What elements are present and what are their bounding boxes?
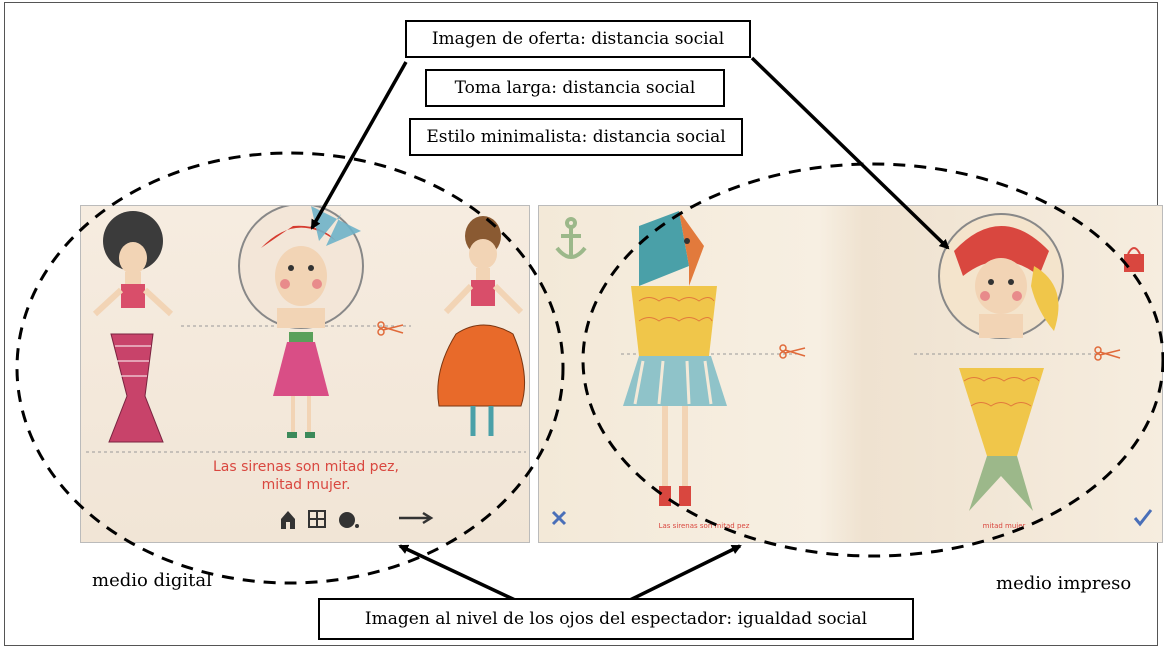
anchor-icon	[555, 217, 587, 259]
scissors-icon	[377, 321, 404, 336]
fish-head-figure	[623, 211, 727, 506]
digital-medium-caption: medio digital	[92, 570, 212, 591]
girl-figure-center	[238, 206, 364, 438]
eye-level-label: Imagen al nivel de los ojos del espectad…	[318, 598, 914, 640]
mermaid-figure-right	[938, 213, 1064, 511]
digital-story-text: Las sirenas son mitad pez, mitad mujer.	[181, 458, 431, 494]
arrow-to-print-panel	[629, 544, 742, 602]
home-icon[interactable]	[281, 511, 295, 529]
sound-icon[interactable]	[339, 512, 359, 528]
map-icon[interactable]	[308, 510, 326, 528]
print-illustration	[551, 211, 1153, 527]
arrow-right-icon[interactable]	[399, 511, 434, 525]
check-icon[interactable]	[1133, 509, 1153, 527]
story-text-line-2: mitad mujer.	[261, 477, 351, 493]
minimal-style-label: Estilo minimalista: distancia social	[409, 118, 743, 156]
digital-illustration	[86, 206, 526, 529]
print-medium-caption: medio impreso	[996, 573, 1132, 594]
digital-medium-panel: Las sirenas son mitad pez, mitad mujer.	[80, 205, 530, 543]
arrow-to-digital-face	[310, 61, 408, 230]
print-caption-left: Las sirenas son mitad pez	[658, 522, 750, 530]
offer-image-label: Imagen de oferta: distancia social	[405, 20, 751, 58]
story-text-line-1: Las sirenas son mitad pez,	[213, 459, 399, 475]
long-shot-label: Toma larga: distancia social	[425, 69, 725, 107]
print-caption-right: mitad mujer	[982, 522, 1026, 530]
mermaid-figure-left	[92, 211, 174, 443]
girl-figure-right	[437, 216, 526, 436]
print-medium-panel: Las sirenas son mitad pez mitad mujer	[538, 205, 1163, 543]
arrow-to-print-face	[750, 56, 950, 250]
digital-dashed-ellipse	[15, 151, 565, 585]
print-dashed-ellipse	[581, 162, 1164, 558]
close-icon[interactable]	[551, 510, 567, 526]
scissors-icon	[779, 344, 806, 359]
arrow-to-digital-panel	[398, 544, 516, 602]
scissors-icon	[1094, 346, 1121, 361]
handbag-icon	[1124, 247, 1144, 272]
